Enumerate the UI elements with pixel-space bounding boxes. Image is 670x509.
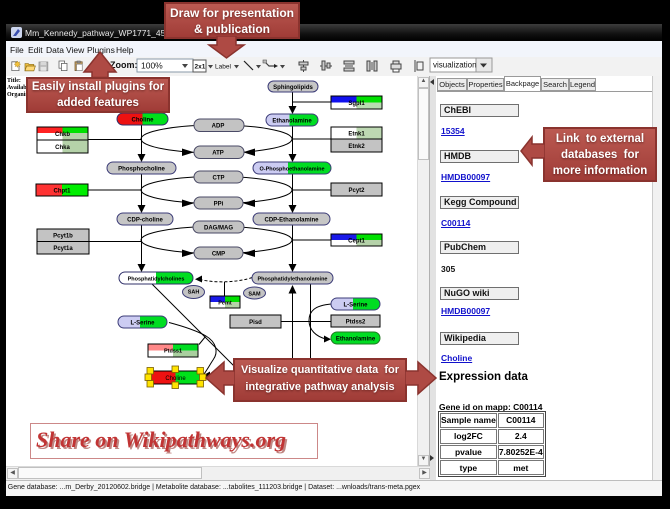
svg-text:PPi: PPi bbox=[214, 202, 224, 208]
svg-text:100%: 100% bbox=[141, 61, 163, 71]
svg-text:Choline: Choline bbox=[132, 118, 155, 124]
svg-text:Phosphatidylcholines: Phosphatidylcholines bbox=[128, 277, 185, 283]
svg-text:Zoom:: Zoom: bbox=[110, 60, 138, 70]
svg-text:2x1: 2x1 bbox=[195, 64, 206, 71]
svg-text:Organis: Organis bbox=[7, 92, 28, 98]
svg-text:visualization: visualization bbox=[433, 61, 477, 70]
svg-text:CDP-choline: CDP-choline bbox=[127, 218, 163, 224]
svg-text:Pcyt1b: Pcyt1b bbox=[53, 234, 73, 240]
svg-text:CTP: CTP bbox=[213, 176, 225, 182]
svg-text:Chka: Chka bbox=[55, 145, 70, 151]
svg-text:Cept1: Cept1 bbox=[348, 239, 365, 245]
svg-text:CMP: CMP bbox=[212, 252, 225, 258]
svg-text:Label: Label bbox=[215, 64, 231, 71]
svg-text:Etnk1: Etnk1 bbox=[348, 132, 365, 138]
svg-text:Chkb: Chkb bbox=[55, 132, 70, 138]
svg-text:Ptdss2: Ptdss2 bbox=[346, 320, 366, 326]
svg-text:Etnk2: Etnk2 bbox=[348, 144, 365, 150]
svg-text:Ethanolamine: Ethanolamine bbox=[336, 337, 376, 343]
svg-text:Pisd: Pisd bbox=[249, 320, 262, 326]
svg-text:Pemt: Pemt bbox=[218, 301, 232, 307]
svg-text:Ptdss1: Ptdss1 bbox=[164, 349, 182, 355]
svg-text:Availab: Availab bbox=[7, 85, 27, 91]
svg-text:Title:: Title: bbox=[7, 78, 21, 84]
svg-text:ATP: ATP bbox=[212, 151, 224, 157]
svg-text:L-Serine: L-Serine bbox=[130, 321, 155, 327]
svg-text:DAG/MAG: DAG/MAG bbox=[204, 226, 233, 232]
svg-text:Choline: Choline bbox=[165, 376, 186, 382]
svg-text:Pcyt1a: Pcyt1a bbox=[53, 246, 73, 252]
svg-text:O-Phosphoethanolamine: O-Phosphoethanolamine bbox=[259, 167, 324, 173]
svg-text:CDP-Ethanolamine: CDP-Ethanolamine bbox=[264, 218, 319, 224]
svg-text:Phosphatidylethanolamine: Phosphatidylethanolamine bbox=[258, 277, 328, 283]
svg-text:Phosphocholine: Phosphocholine bbox=[118, 167, 165, 173]
svg-text:Chpt1: Chpt1 bbox=[54, 189, 72, 195]
svg-text:SAH: SAH bbox=[188, 290, 200, 296]
svg-text:ADP: ADP bbox=[212, 124, 225, 130]
svg-text:Pcyt2: Pcyt2 bbox=[348, 188, 365, 194]
svg-text:Sphingolipids: Sphingolipids bbox=[273, 85, 313, 91]
svg-text:L-Serine: L-Serine bbox=[343, 303, 368, 309]
svg-text:Sgpl1: Sgpl1 bbox=[348, 101, 365, 107]
svg-text:Ethanolamine: Ethanolamine bbox=[272, 119, 312, 125]
svg-text:SAM: SAM bbox=[248, 292, 261, 298]
